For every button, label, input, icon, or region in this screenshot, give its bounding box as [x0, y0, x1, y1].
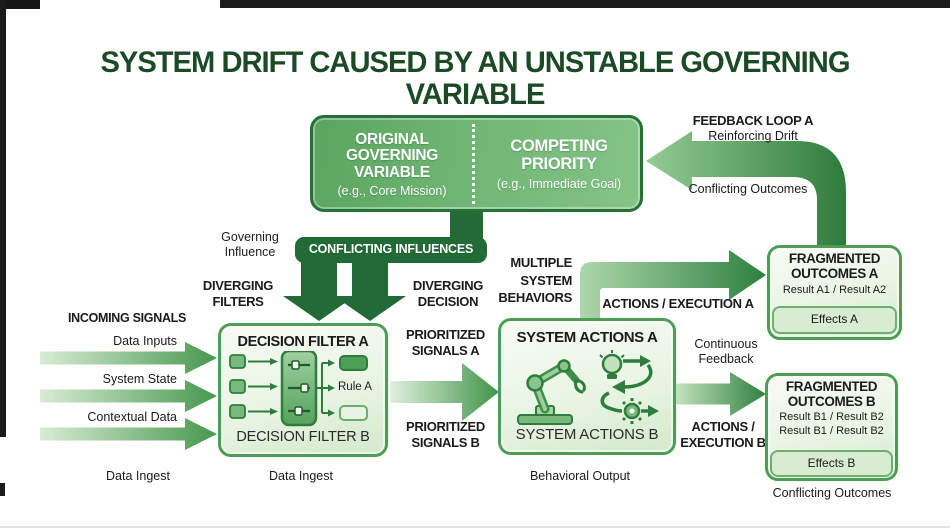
- contextual-data-label: Contextual Data: [87, 410, 177, 424]
- system-state-label: System State: [102, 372, 177, 386]
- outcomes-b-results-2: Result B1 / Result B2: [779, 425, 884, 437]
- prioritized-signals-arrow: [390, 363, 499, 421]
- data-inputs-arrow: [40, 342, 217, 374]
- diverging-decision-label: DIVERGING DECISION: [412, 278, 484, 309]
- page-title: SYSTEM DRIFT CAUSED BY AN UNSTABLE GOVER…: [100, 46, 850, 111]
- rule-a-label: Rule A: [338, 381, 372, 393]
- data-ingest-left-label: Data Ingest: [106, 469, 170, 483]
- system-actions-a-title: SYSTEM ACTIONS A: [516, 329, 658, 346]
- screen-edge-artifact-topleft: [0, 0, 40, 9]
- diverging-arrow-2-shaft: [352, 256, 388, 298]
- actions-execution-a-label: ACTIONS / EXECUTION A: [602, 296, 754, 311]
- screen-edge-artifact-left-low: [0, 483, 5, 496]
- behavioral-output-label: Behavioral Output: [529, 469, 631, 483]
- conflicting-outcomes-bottom-label: Conflicting Outcomes: [772, 486, 892, 500]
- competing-priority-sub: (e.g., Immediate Goal): [496, 176, 622, 191]
- decision-filter-box: DECISION FILTER A DECISION FILTER B: [218, 323, 388, 457]
- actions-execution-a-arrow: [580, 250, 766, 320]
- effects-a-panel: Effects A: [772, 306, 897, 334]
- data-inputs-label: Data Inputs: [113, 334, 177, 348]
- conflicting-influences-banner-label: CONFLICTING INFLUENCES: [308, 242, 474, 256]
- fragmented-outcomes-b-title: FRAGMENTED OUTCOMES B: [785, 379, 878, 409]
- screen-edge-artifact-top: [220, 0, 950, 8]
- prioritized-signals-b-label: PRIORITIZED SIGNALS B: [405, 419, 486, 451]
- governing-influence-label: Governing Influence: [221, 230, 279, 259]
- feedback-loop-a-arrow: [646, 131, 846, 246]
- lightbulb-icon: [599, 350, 625, 379]
- diverging-arrow-1-head: [283, 296, 355, 321]
- competing-priority-heading: COMPETING PRIORITY: [510, 137, 608, 174]
- system-actions-b-title: SYSTEM ACTIONS B: [515, 426, 659, 444]
- data-ingest-center-label: Data Ingest: [269, 469, 333, 483]
- original-governing-variable-heading: ORIGINAL GOVERNING VARIABLE: [345, 130, 439, 181]
- screen-edge-artifact-left: [0, 0, 6, 437]
- system-state-arrow: [40, 380, 217, 412]
- effects-a-label: Effects A: [810, 312, 859, 326]
- reinforcing-drift-label: Reinforcing Drift: [708, 129, 798, 143]
- decision-filter-a-title: DECISION FILTER A: [237, 334, 369, 350]
- governing-variable-box: [310, 115, 643, 212]
- effects-b-panel: Effects B: [770, 450, 893, 477]
- screen-edge-artifact-bottom: [0, 526, 950, 528]
- outcomes-a-results: Result A1 / Result A2: [782, 284, 887, 296]
- prioritized-signals-a-label: PRIORITIZED SIGNALS A: [405, 327, 486, 359]
- outcomes-b-results-1: Result B1 / Result B2: [779, 411, 884, 423]
- filter-sliders-icon: [229, 351, 368, 427]
- diverging-arrow-2-head: [334, 296, 406, 321]
- process-flow-icon: [599, 350, 659, 424]
- system-actions-icons: [517, 350, 659, 425]
- central-divider: [472, 124, 475, 204]
- diverging-filters-label: DIVERGING FILTERS: [202, 278, 274, 309]
- effects-b-label: Effects B: [807, 456, 856, 470]
- continuous-feedback-label: Continuous Feedback: [694, 337, 758, 366]
- conflicting-outcomes-top-label: Conflicting Outcomes: [688, 182, 808, 196]
- incoming-signals-title: INCOMING SIGNALS: [67, 311, 187, 325]
- decision-filter-b-title: DECISION FILTER B: [236, 428, 370, 445]
- actions-execution-b-label: ACTIONS / EXECUTION B: [680, 419, 766, 451]
- contextual-data-arrow: [40, 418, 217, 450]
- original-governing-variable-sub: (e.g., Core Mission): [337, 183, 447, 198]
- influences-banner-bar: [295, 237, 487, 263]
- actions-execution-b-arrow: [676, 372, 766, 416]
- conflicting-influences-arrows: [283, 205, 487, 321]
- diverging-arrow-1-shaft: [301, 256, 337, 298]
- feedback-loop-a-label: FEEDBACK LOOP A: [692, 113, 814, 128]
- fragmented-outcomes-a-title: FRAGMENTED OUTCOMES A: [788, 251, 881, 281]
- robot-arm-icon: [517, 359, 586, 425]
- multiple-system-behaviors-label: MULTIPLE SYSTEM BEHAVIORS: [498, 255, 572, 306]
